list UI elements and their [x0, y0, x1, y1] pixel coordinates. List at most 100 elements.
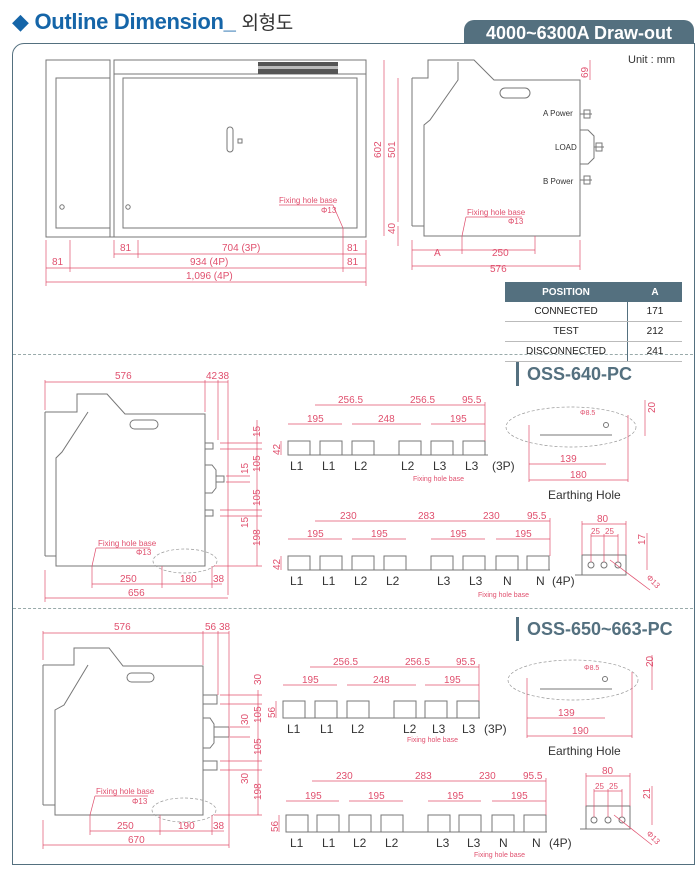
col-header-position: POSITION	[505, 282, 628, 302]
dim-198: 198	[253, 783, 264, 800]
front-view: 81 704 (3P) 81 81 934 (4P) 81 1,096 (4P)…	[45, 59, 367, 286]
dim-195: 195	[302, 675, 319, 686]
dim-180: 180	[570, 470, 587, 481]
dim-195: 195	[515, 529, 532, 540]
fixing-hole-label: Fixing hole base	[96, 787, 155, 796]
dim-190: 190	[572, 726, 589, 737]
dim-576: 576	[114, 622, 131, 633]
dim-15: 15	[240, 516, 251, 528]
terminal-label: L1	[322, 459, 336, 473]
terminal-label: L2	[401, 459, 415, 473]
dim-105: 105	[252, 455, 263, 472]
rating-badge: 4000~6300A Draw-out	[464, 20, 694, 44]
dim-283: 283	[415, 771, 432, 782]
a-power-label: A Power	[543, 109, 573, 118]
dim-25: 25	[609, 782, 618, 791]
pole-suffix: (4P)	[549, 836, 572, 850]
dim-40: 40	[387, 222, 398, 234]
dim-38: 38	[218, 371, 230, 382]
terminal-label: L1	[322, 574, 336, 588]
terminal-label: L1	[322, 836, 336, 850]
side-view: A Power LOAD B Power 602 501 40 69 A 250…	[373, 59, 604, 275]
dim-195: 195	[444, 675, 461, 686]
pole-suffix: (3P)	[492, 459, 515, 473]
dim-1096: 1,096 (4P)	[186, 271, 233, 282]
dim-195: 195	[371, 529, 388, 540]
dim-38: 38	[219, 622, 231, 633]
dim-42: 42	[272, 443, 283, 455]
dim-81: 81	[347, 243, 359, 254]
dim-42: 42	[206, 371, 218, 382]
dim-195: 195	[305, 791, 322, 802]
pole-suffix: (3P)	[484, 722, 507, 736]
dim-38: 38	[213, 821, 225, 832]
dim-105: 105	[252, 489, 263, 506]
fixing-hole-label: Fixing hole base	[474, 852, 525, 859]
col-header-a: A	[627, 282, 682, 302]
dim-30: 30	[253, 673, 264, 685]
dim-80: 80	[602, 766, 614, 777]
drawing-frame	[12, 43, 695, 865]
terminal-label: L2	[386, 574, 400, 588]
fixing-hole-label: Fixing hole base	[478, 592, 529, 599]
dim-256-5: 256.5	[405, 657, 430, 668]
dim-190: 190	[178, 821, 195, 832]
dim-576: 576	[115, 371, 132, 382]
title-text: Outline Dimension_	[34, 9, 236, 34]
dim-250: 250	[120, 574, 137, 585]
terminal-label: L3	[469, 574, 483, 588]
terminal-label: L2	[351, 722, 365, 736]
dim-501: 501	[387, 141, 398, 158]
terminal-label: N	[503, 574, 512, 588]
terminal-label: N	[499, 836, 508, 850]
dim-30: 30	[240, 713, 251, 725]
dim-283: 283	[418, 511, 435, 522]
model-heading-650: OSS-650~663-PC	[516, 617, 673, 641]
dim-230: 230	[483, 511, 500, 522]
fixing-hole-label: Fixing hole base	[407, 737, 458, 744]
dim-195: 195	[307, 529, 324, 540]
terminal-label: L1	[287, 722, 301, 736]
dim-25: 25	[591, 527, 600, 536]
dim-95-5: 95.5	[462, 395, 482, 406]
dim-21: 21	[642, 787, 653, 799]
pole-suffix: (4P)	[552, 574, 575, 588]
dim-256-5: 256.5	[333, 657, 358, 668]
cell-position: DISCONNECTED	[505, 341, 628, 362]
title-diamond-icon: ◆	[12, 9, 35, 34]
dim-95-5: 95.5	[527, 511, 547, 522]
terminal-label: L3	[437, 574, 451, 588]
dim-81: 81	[52, 257, 64, 268]
dim-105: 105	[253, 706, 264, 723]
fixing-dia-label: Φ13	[136, 548, 152, 557]
dim-105: 105	[253, 738, 264, 755]
dim-670: 670	[128, 835, 145, 846]
terminal-label: L3	[432, 722, 446, 736]
dim-15: 15	[252, 425, 263, 437]
dim-602: 602	[373, 141, 384, 158]
title-korean: 외형도	[241, 12, 293, 34]
dim-256-5: 256.5	[410, 395, 435, 406]
dim-81: 81	[347, 257, 359, 268]
dim-25: 25	[605, 527, 614, 536]
earthing-hole-label: Earthing Hole	[548, 744, 621, 758]
model-650-terminals-4p: 230 283 230 95.5 195 195 195 195 56 L1 L…	[270, 771, 572, 859]
dim-195: 195	[450, 414, 467, 425]
fixing-hole-label: Fixing hole base	[279, 196, 338, 205]
earthing-dia: Φ8.5	[580, 410, 595, 417]
dim-a: A	[434, 248, 441, 259]
dim-195: 195	[307, 414, 324, 425]
terminal-label: L3	[465, 459, 479, 473]
fixing-dia-label: Φ13	[321, 206, 337, 215]
dim-17: 17	[637, 533, 648, 545]
model-640-terminal-detail: 80 25 25 17 Φ13	[575, 514, 662, 591]
dim-934: 934 (4P)	[190, 257, 228, 268]
terminal-label: N	[532, 836, 541, 850]
dim-195: 195	[450, 529, 467, 540]
unit-label: Unit : mm	[628, 54, 676, 66]
fixing-hole-label: Fixing hole base	[467, 208, 526, 217]
